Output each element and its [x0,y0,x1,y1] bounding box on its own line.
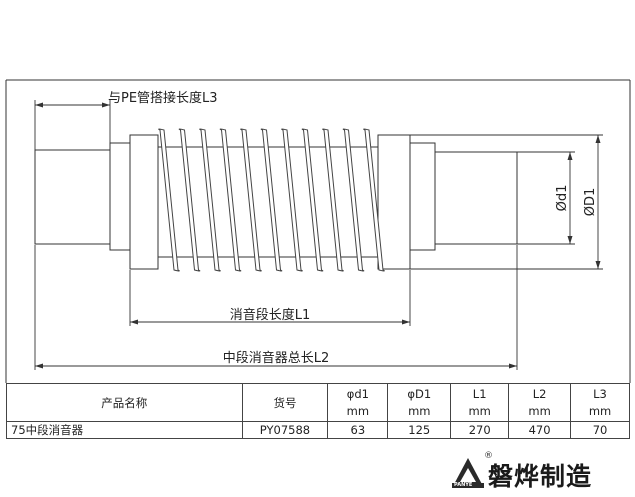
header-L1: L1 mm [450,383,510,422]
spring-coil [240,128,262,272]
label-muffler-section-length: 消音段长度L1 [230,307,311,323]
header-L2-unit: mm [528,403,551,418]
l2-arrow-right [509,363,517,369]
d1-arrow-top [567,152,573,160]
header-L3-unit: mm [588,403,612,418]
l1-arrow-left [130,319,138,325]
spring-coil [219,128,242,272]
spring-coils [158,128,385,272]
header-L1-unit: mm [468,403,491,418]
header-d1: φd1 mm [327,383,389,422]
header-L2-label: L2 [532,386,547,401]
header-d1-unit: mm [346,403,370,418]
D1-arrow-bottom [595,261,601,269]
right-flange [377,134,411,270]
header-L1-label: L1 [472,386,487,401]
spring-coil [363,128,385,272]
cell-L2: 470 [508,421,572,439]
label-outer-diameter: ØD1 [583,188,598,217]
muffler-technical-drawing: 与PE管搭接长度L3 消音段长度L1 中段消音器总长L2 Ød1 ØD1 [5,79,631,383]
header-d1-label: φd1 [346,386,369,401]
table-header-row: 产品名称 货号 φd1 mm φD1 mm L1 mm L2 mm L3 mm [6,383,630,422]
left-flange [129,134,159,270]
brand-sub-text: PANYE [454,482,473,488]
spec-table: 产品名称 货号 φd1 mm φD1 mm L1 mm L2 mm L3 mm … [6,383,630,439]
header-D1-label: φD1 [407,386,432,401]
header-L3: L3 mm [570,383,630,422]
spring-coil [260,128,283,272]
right-collar [409,142,436,251]
spring-coil [301,128,324,272]
cell-L1: 270 [450,421,510,439]
header-L3-label: L3 [593,386,607,401]
cell-code: PY07588 [241,421,329,439]
d1-arrow-bottom [567,236,573,244]
spring-coil [342,128,365,272]
cell-L3: 70 [570,421,630,439]
l2-arrow-left [35,363,43,369]
l3-arrow-left [35,102,43,108]
spring-coil [281,128,303,272]
left-pe-pipe [34,149,111,245]
right-pe-pipe [434,151,518,245]
cell-product-name: 75中段消音器 [6,421,243,439]
spring-coil [322,128,344,272]
header-product-name: 产品名称 [6,383,243,422]
D1-arrow-top [595,135,601,143]
triangle-logo-icon [452,458,484,488]
header-D1-unit: mm [408,403,431,418]
table-row: 75中段消音器 PY07588 63 125 270 470 70 [6,421,630,439]
header-L2: L2 mm [508,383,572,422]
label-inner-diameter: Ød1 [555,185,570,212]
l3-arrow-right [102,102,110,108]
cell-D1: 125 [387,421,452,439]
registered-mark: ® [484,451,493,461]
header-code: 货号 [241,383,329,422]
header-D1: φD1 mm [387,383,452,422]
left-collar [109,142,131,251]
brand-name: 磐烨制造 [488,462,593,491]
cell-d1: 63 [327,421,389,439]
spring-coil [199,128,221,272]
spring-coil [158,128,180,272]
spring-coil [178,128,201,272]
label-total-length: 中段消音器总长L2 [223,350,330,366]
brand-logo: PANYE ® 磐烨制造 [450,451,632,491]
l1-arrow-right [402,319,410,325]
label-pe-overlap-length: 与PE管搭接长度L3 [108,90,218,106]
